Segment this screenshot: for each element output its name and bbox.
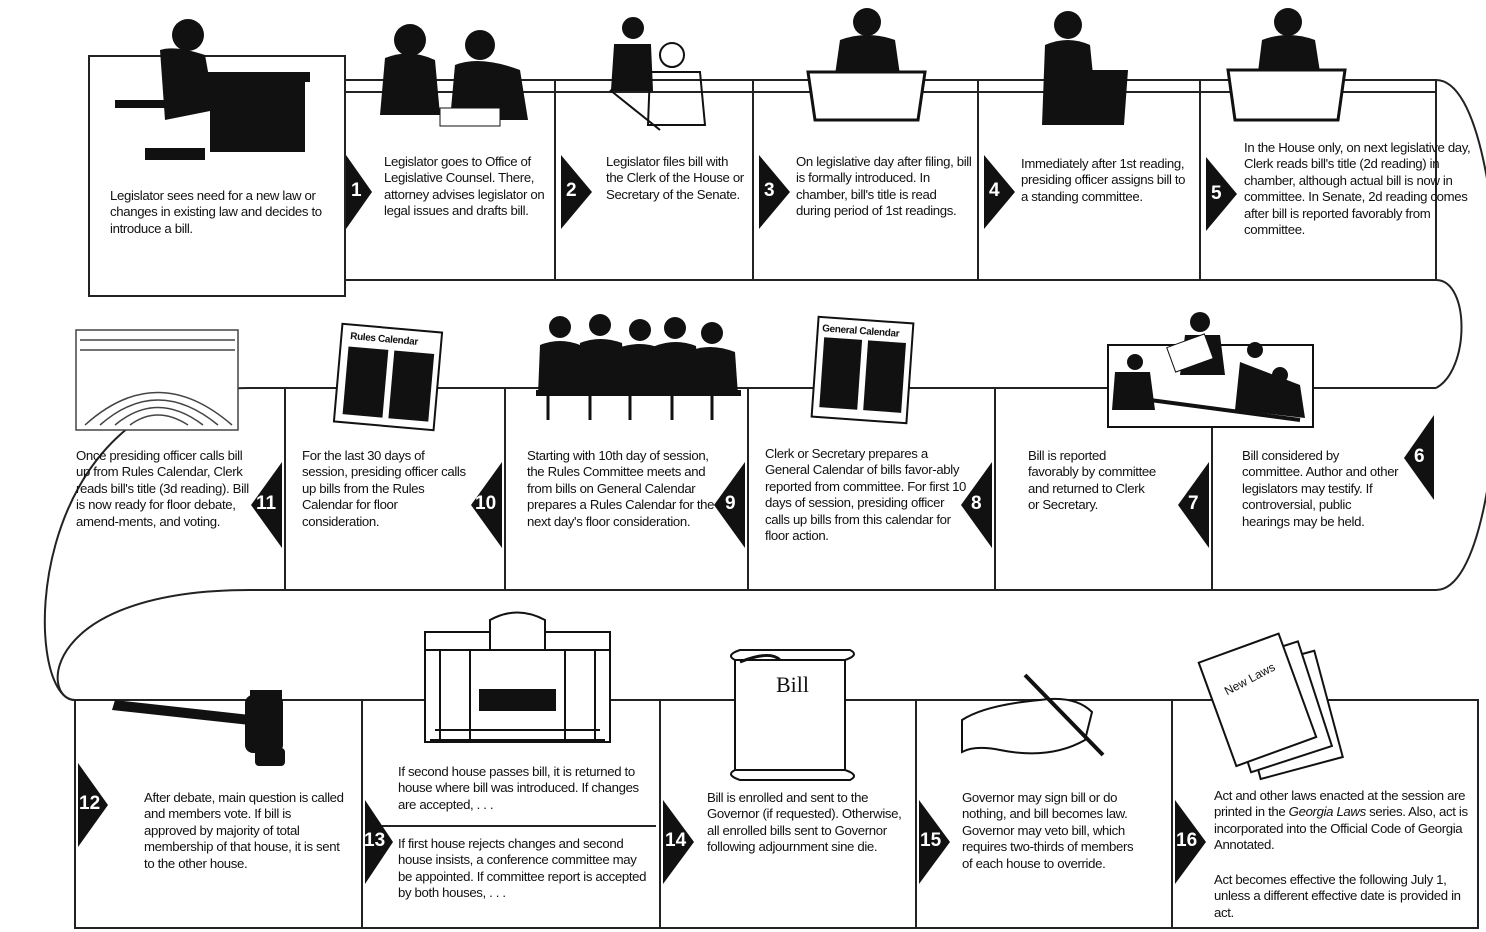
step-5-text: In the House only, on next legislative d… [1244, 140, 1471, 238]
chamber-floor-icon [75, 329, 239, 431]
arrow-badge-14 [663, 800, 694, 884]
presiding-officer-icon [1042, 11, 1128, 125]
step-number-8: 8 [971, 493, 982, 514]
podium-speaker-icon [806, 8, 927, 122]
step-2-text: Legislator files bill with the Clerk of … [606, 154, 744, 202]
arrow-badge-13 [365, 800, 393, 884]
gavel-icon [112, 690, 285, 766]
arrow-badge-4 [984, 155, 1015, 229]
step-13-text-b: If first house rejects changes and secon… [398, 836, 647, 901]
step-13-text-a: If second house passes bill, it is retur… [398, 764, 639, 812]
arrow-badge-11 [251, 462, 282, 548]
clerk-reading-icon [1226, 8, 1347, 122]
step-10-text: For the last 30 days of session, presidi… [302, 448, 466, 529]
step-11-text: Once presiding officer calls bill up fro… [76, 448, 249, 529]
arrow-badge-2 [561, 155, 592, 229]
arrow-badge-16 [1175, 800, 1206, 884]
attorney-meeting-icon [380, 24, 528, 127]
step-1-text: Legislator goes to Office of Legislative… [384, 154, 545, 219]
step-3-text: On legislative day after filing, bill is… [796, 154, 972, 219]
step-number-12: 12 [79, 793, 101, 814]
capitol-chamber-icon [424, 611, 611, 743]
step-number-3: 3 [764, 180, 775, 201]
step-number-2: 2 [566, 180, 577, 201]
step-number-11: 11 [256, 493, 277, 514]
step-7-text: Bill is reported favorably by committee … [1028, 448, 1156, 513]
arrow-badge-9 [714, 462, 745, 548]
arrow-badge-6 [1404, 415, 1434, 500]
arrow-badge-12 [78, 763, 108, 847]
step-6-text: Bill considered by committee. Author and… [1242, 448, 1399, 529]
step-16-text-a: Act and other laws enacted at the sessio… [1214, 788, 1468, 853]
rules-committee-icon [536, 314, 741, 420]
step-8-text: Clerk or Secretary prepares a General Ca… [765, 446, 967, 544]
step-14-text: Bill is enrolled and sent to the Governo… [707, 790, 902, 855]
rules-calendar-icon [332, 322, 444, 432]
step-15-text: Governor may sign bill or do nothing, an… [962, 790, 1134, 871]
arrow-badge-8 [961, 462, 992, 548]
step-number-10: 10 [475, 493, 497, 514]
arrow-badge-10 [471, 462, 502, 548]
signing-hand-icon [961, 673, 1105, 757]
arrow-badge-7 [1178, 462, 1209, 548]
new-laws-papers-icon [1197, 632, 1344, 781]
step-9-text: Starting with 10th day of session, the R… [527, 448, 715, 529]
step-number-1: 1 [351, 180, 362, 201]
step-start-text: Legislator sees need for a new law or ch… [110, 188, 322, 236]
step-number-14: 14 [665, 830, 687, 851]
step-number-6: 6 [1414, 446, 1425, 467]
bill-scroll-icon [730, 649, 855, 781]
step-12-text: After debate, main question is called an… [144, 790, 344, 871]
general-calendar-icon [810, 315, 915, 425]
arrow-badge-1 [346, 155, 372, 229]
arrow-badge-15 [919, 800, 950, 884]
step-number-5: 5 [1211, 183, 1222, 204]
step-number-13: 13 [364, 830, 386, 851]
bill-label: Bill [776, 672, 810, 697]
committee-hearing-icon [1107, 312, 1314, 428]
step-number-4: 4 [989, 180, 1000, 201]
step-number-9: 9 [725, 493, 736, 514]
arrow-badge-5 [1206, 157, 1237, 231]
arrow-badge-3 [759, 155, 790, 229]
thinking-legislator-icon [112, 19, 310, 160]
step-4-text: Immediately after 1st reading, presiding… [1021, 156, 1186, 204]
step-number-15: 15 [920, 830, 942, 851]
clerk-filing-icon [609, 17, 707, 131]
step-number-7: 7 [1188, 493, 1199, 514]
step-16-text-b: Act becomes effective the following July… [1214, 872, 1461, 920]
step-number-16: 16 [1176, 830, 1198, 851]
